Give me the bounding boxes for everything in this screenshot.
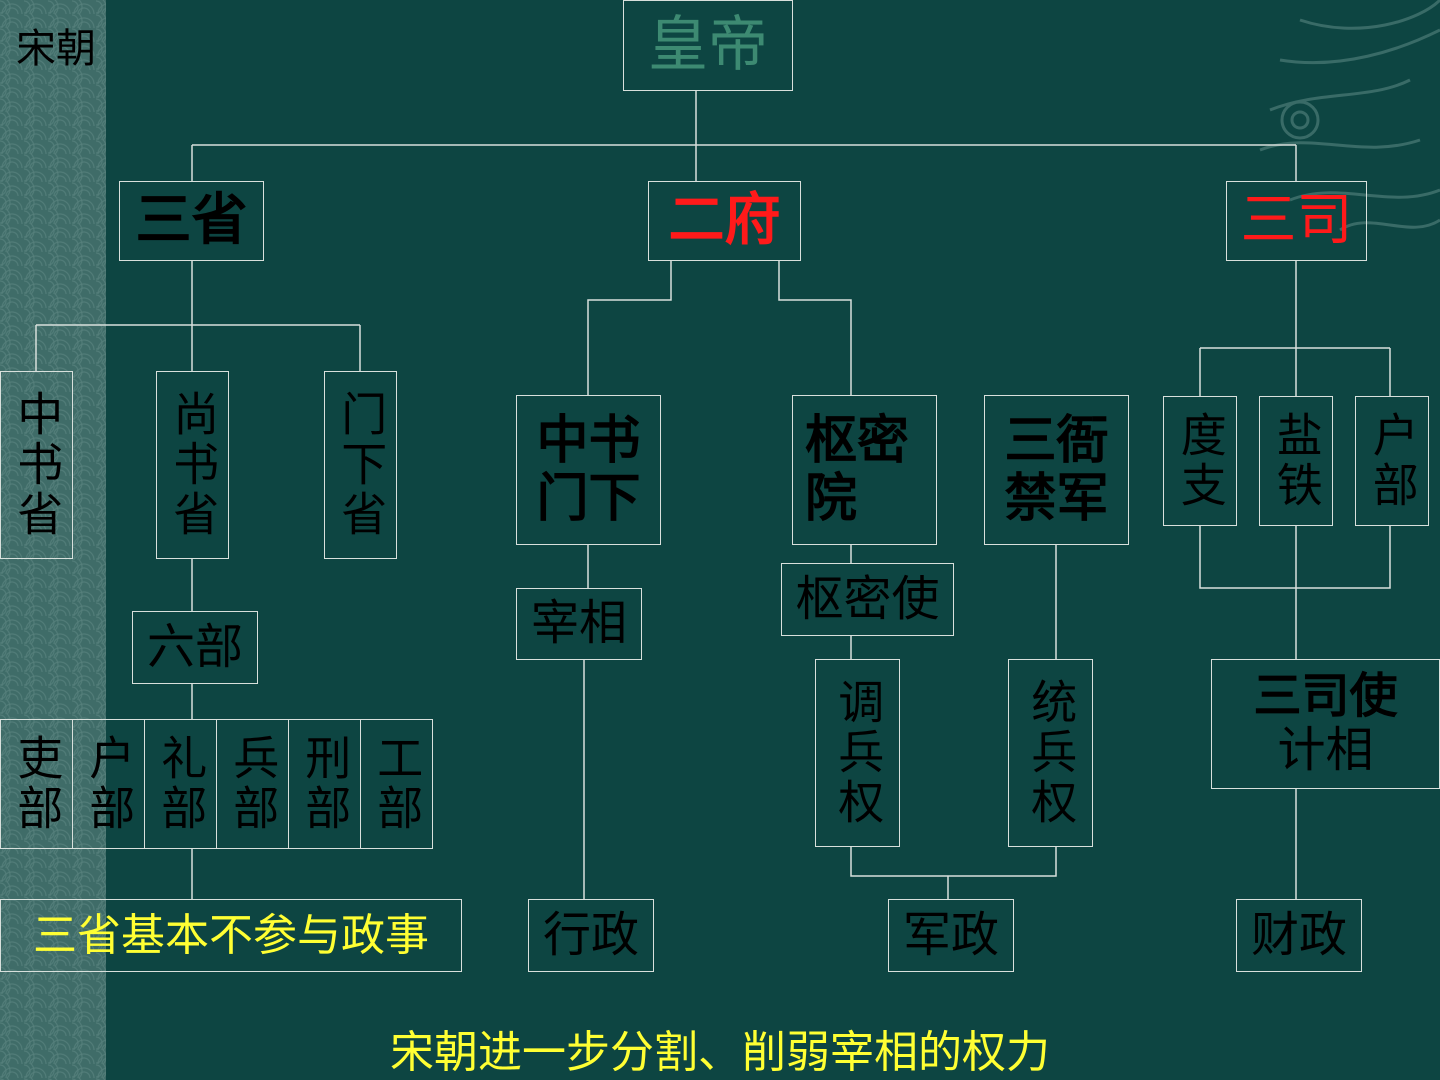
node-liubu: 六部 [132,611,258,684]
node-junzheng: 军政 [888,899,1014,972]
node-hubu-revenue: 户部 [72,719,145,849]
node-sansi: 三司 [1226,181,1367,261]
node-shangshu-sheng: 尚书省 [156,371,229,559]
node-gongbu: 工部 [360,719,433,849]
node-caizheng: 财政 [1236,899,1362,972]
node-zaixiang: 宰相 [516,588,642,660]
node-menxia-sheng: 门下省 [324,371,397,559]
node-yantie: 盐铁 [1259,396,1333,526]
node-diaobingquan: 调兵权 [815,659,900,847]
phoenix-decoration-icon [1259,0,1440,232]
corner-title: 宋朝 [16,26,96,72]
node-erfu: 二府 [648,181,801,261]
node-sansishi: 三司使 计相 [1211,659,1440,789]
node-xingbu: 刑部 [288,719,361,849]
patterned-side-strip [0,0,106,1080]
node-shumiyuan: 枢密 院 [792,395,937,545]
node-tongbingquan: 统兵权 [1008,659,1093,847]
node-bingbu: 兵部 [216,719,289,849]
node-zhongshu-sheng: 中书省 [0,371,73,559]
node-shumishi: 枢密使 [781,563,954,636]
bottom-caption: 宋朝进一步分割、削弱宰相的权力 [390,1027,1050,1078]
node-sanya-jinjun: 三衙 禁军 [984,395,1129,545]
node-hubu-sansi: 户部 [1355,396,1429,526]
node-zhongshu-menxia: 中书 门下 [516,395,661,545]
node-emperor: 皇帝 [623,0,793,91]
node-libu-personnel: 吏部 [0,719,73,849]
node-duzhi: 度支 [1163,396,1237,526]
node-libu-rites: 礼部 [144,719,217,849]
node-xingzheng: 行政 [528,899,654,972]
node-sansheng: 三省 [119,181,264,261]
note-sansheng: 三省基本不参与政事 [0,899,462,972]
